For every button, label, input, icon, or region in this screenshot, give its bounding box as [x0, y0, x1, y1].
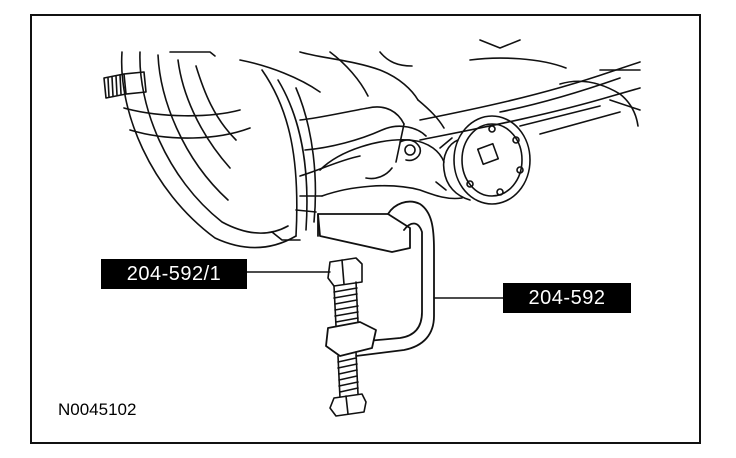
figure-id-label: N0045102 [58, 400, 137, 419]
lower-control-arm [419, 39, 641, 141]
leader-lines [246, 271, 504, 299]
control-arm-bushing [435, 115, 531, 205]
separator-tool-body [317, 200, 435, 357]
callout-label-204-592: 204-592 [503, 283, 631, 313]
forcing-screw [327, 257, 367, 417]
wheel-stud [103, 51, 216, 99]
steering-knuckle [299, 51, 445, 180]
figure-frame [30, 14, 701, 444]
ball-joint-housing [271, 138, 463, 241]
callout-label-204-592-1: 204-592/1 [101, 259, 247, 289]
brake-disc [120, 51, 321, 249]
